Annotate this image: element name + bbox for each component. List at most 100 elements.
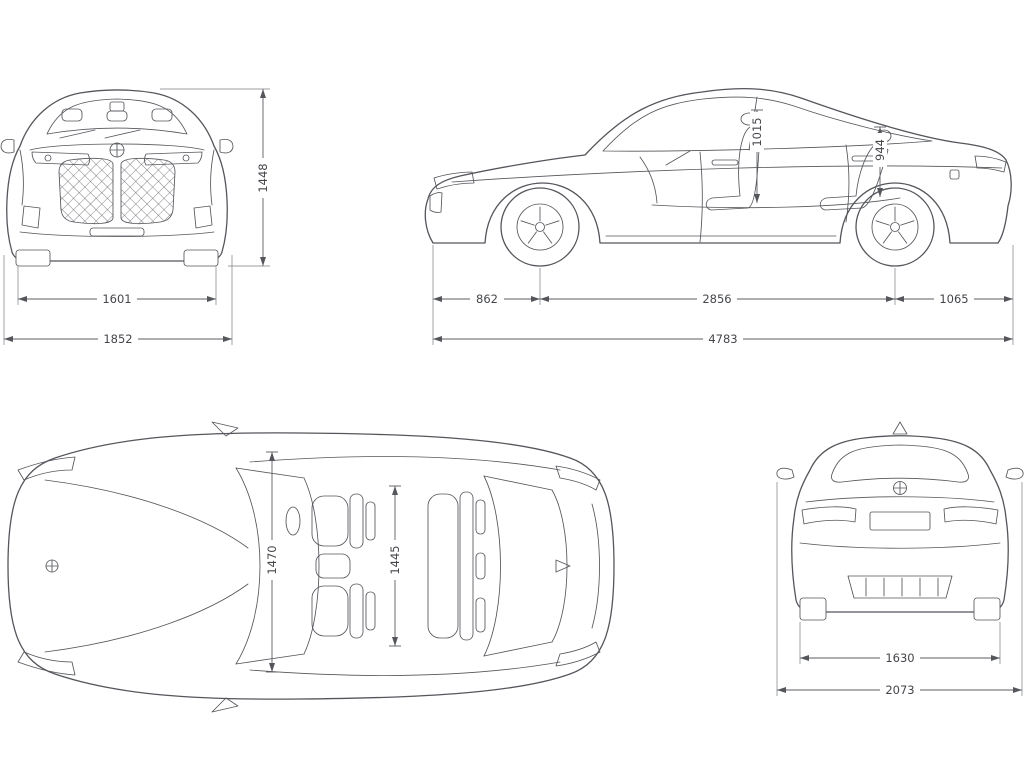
rear-wheel-right — [973, 597, 1001, 621]
dim-rear-interior-width: 1445 — [388, 485, 402, 647]
mirror-rear-left — [776, 467, 795, 480]
dim-front-width-label: 1852 — [98, 332, 138, 346]
side-grille — [429, 192, 443, 213]
front-wheel-right — [183, 249, 219, 267]
trunk-line — [591, 503, 600, 629]
brand-roundel-hood — [45, 559, 59, 573]
door-handle-front — [711, 159, 739, 166]
rear-bench-top — [427, 491, 486, 641]
cabin-side-upper — [249, 456, 561, 471]
dim-rear-width-mirrors: 2073 — [776, 482, 1023, 697]
dim-front-height-label: 1448 — [256, 158, 270, 198]
side-body-outline — [424, 87, 1012, 244]
rear-diffuser — [847, 575, 953, 599]
floor-line — [651, 197, 901, 209]
license-plate — [869, 511, 931, 531]
top-body-outline — [7, 432, 615, 700]
a-pillar-top — [235, 467, 305, 479]
dim-rear-width-mirrors-label: 2073 — [880, 683, 920, 697]
kidney-grille-right — [120, 157, 176, 225]
dim-rear-overhang-label: 1065 — [934, 292, 974, 306]
steering-column — [665, 150, 691, 166]
windshield-base — [235, 467, 261, 665]
air-intake-right — [193, 205, 213, 229]
side-view — [424, 87, 1012, 267]
svg-text:2073: 2073 — [885, 683, 914, 697]
front-door-line — [699, 151, 703, 243]
fender-crease-left — [19, 149, 24, 206]
hood-line-lower — [44, 583, 249, 653]
front-windshield — [46, 98, 188, 135]
svg-text:1470: 1470 — [265, 545, 279, 574]
mirror-top-upper — [211, 421, 239, 437]
front-seats-top — [311, 493, 376, 639]
top-view — [7, 421, 615, 713]
taillight-rear-right — [943, 506, 999, 525]
dim-front-interior-width-label: 1470 — [265, 540, 279, 580]
svg-text:1445: 1445 — [388, 545, 402, 574]
front-headrests — [61, 108, 173, 122]
rear-wheel-side — [855, 187, 935, 267]
dim-wheelbase: 2856 — [540, 292, 895, 306]
mirror-rear-right — [1005, 467, 1024, 480]
svg-text:1448: 1448 — [256, 163, 270, 192]
dim-rear-headroom-label: 944 — [873, 133, 887, 167]
dim-front-overhang-label: 862 — [470, 292, 504, 306]
rear-body-outline — [791, 435, 1009, 613]
rear-window-back — [551, 489, 568, 643]
roof-antenna-fin — [892, 421, 908, 435]
rear-window — [831, 444, 969, 483]
a-pillar-bottom — [235, 653, 305, 665]
taillight-top-right-lower — [555, 641, 601, 667]
kidney-grille-left — [58, 157, 114, 225]
hood-line-upper — [44, 479, 249, 549]
rear-door-line — [845, 144, 850, 223]
side-headlight — [433, 171, 475, 190]
c-pillar-top — [483, 475, 553, 491]
dim-front-height: 1448 — [160, 88, 270, 267]
headlight-top-left — [17, 456, 76, 481]
brand-roundel-rear — [893, 481, 907, 495]
front-body-outline — [6, 89, 228, 262]
dim-front-interior-width: 1470 — [265, 451, 279, 673]
svg-text:1065: 1065 — [939, 292, 968, 306]
dim-rear-headroom: 944 — [873, 126, 887, 197]
bumper-top-line — [799, 542, 1001, 549]
side-window — [602, 96, 933, 152]
brand-roundel-front — [109, 142, 125, 158]
dim-front-track-label: 1601 — [97, 292, 137, 306]
svg-text:4783: 4783 — [708, 332, 737, 346]
front-view — [0, 89, 234, 267]
character-line — [451, 165, 1003, 183]
side-taillight — [974, 155, 1007, 173]
taillight-rear-left — [801, 506, 857, 525]
side-mirror-right — [219, 138, 234, 154]
dim-front-headroom-label: 1015 — [750, 112, 764, 152]
charge-port — [949, 169, 960, 180]
c-pillar-bottom — [483, 641, 553, 657]
headlight-top-right — [17, 651, 76, 676]
rear-wheel-left — [799, 597, 827, 621]
dim-front-overhang: 862 — [433, 292, 540, 306]
front-wheel-left — [15, 249, 51, 267]
dim-rear-interior-width-label: 1445 — [388, 540, 402, 580]
svg-text:1852: 1852 — [103, 332, 132, 346]
dim-overall-length: 4783 — [433, 332, 1013, 346]
svg-text:1630: 1630 — [885, 651, 914, 665]
svg-text:1015: 1015 — [750, 117, 764, 146]
dim-front-track: 1601 — [17, 266, 217, 306]
mirror-top-lower — [211, 697, 239, 713]
dim-front-headroom: 1015 — [750, 109, 764, 203]
rear-view — [776, 421, 1024, 621]
svg-text:944: 944 — [873, 139, 887, 161]
dim-overall-length-label: 4783 — [703, 332, 743, 346]
headlight-ring-left — [44, 154, 52, 162]
rear-window-front — [483, 475, 501, 657]
fender-crease-right — [210, 149, 215, 206]
dim-wheelbase-label: 2856 — [697, 292, 737, 306]
steering-wheel-top — [285, 506, 301, 536]
lower-intake — [89, 227, 145, 237]
dim-rear-overhang: 1065 — [895, 292, 1013, 306]
bumper-line — [19, 231, 215, 237]
